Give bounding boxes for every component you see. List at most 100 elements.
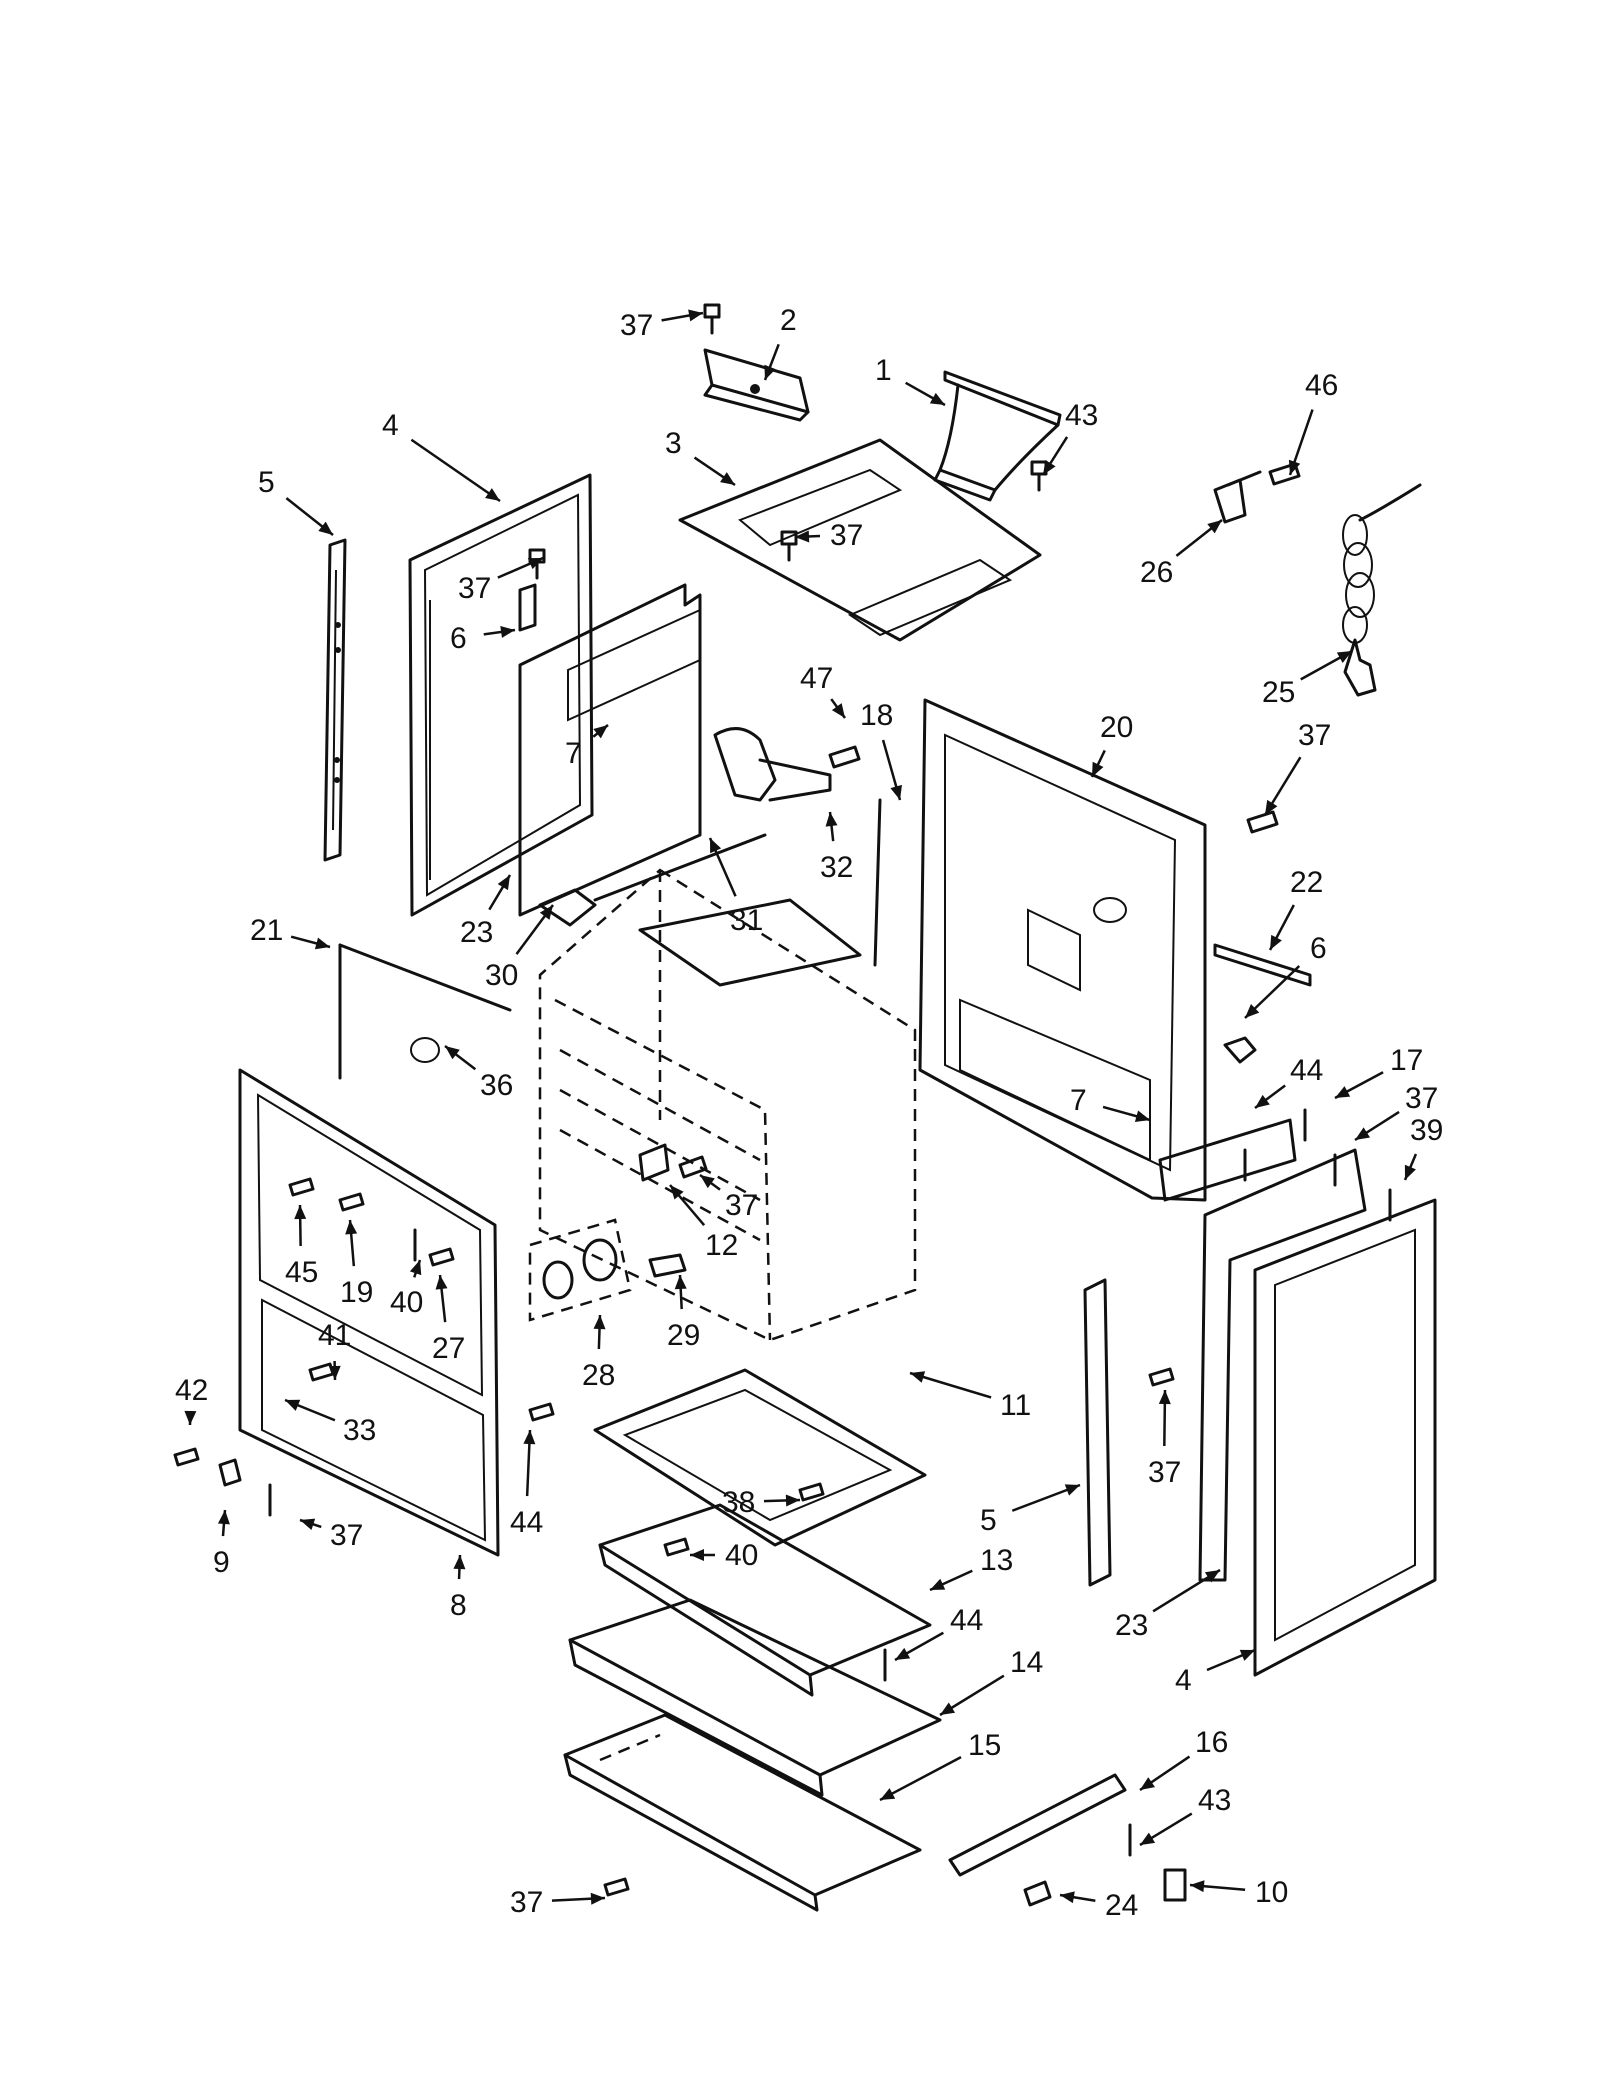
callout-number: 39: [1410, 1114, 1443, 1147]
callout-4-bottom: 4: [1175, 1648, 1256, 1697]
leader-line: [410, 438, 501, 503]
part-32-valve: [713, 727, 832, 802]
part-21-insulation: [338, 943, 512, 1080]
callout-33: 33: [284, 1398, 376, 1447]
arrowhead: [890, 784, 902, 800]
callout-2: 2: [763, 304, 797, 381]
arrowhead: [1207, 520, 1222, 534]
callout-number: 5: [980, 1504, 997, 1537]
part-28-burner: [528, 1218, 632, 1322]
arrowhead: [314, 937, 330, 950]
arrowhead: [1265, 799, 1278, 815]
callout-37-low: 37: [299, 1518, 363, 1552]
part-7-panel-left: [518, 583, 702, 917]
callout-number: 38: [722, 1486, 755, 1519]
callout-4-top: 4: [382, 409, 501, 503]
part-10-leveler: [1163, 1868, 1187, 1902]
arrowhead: [1288, 459, 1301, 475]
callout-28: 28: [582, 1314, 615, 1392]
callout-38: 38: [722, 1486, 801, 1519]
callout-number: 3: [665, 427, 682, 460]
callout-21: 21: [250, 914, 331, 950]
arrowhead: [1060, 1891, 1075, 1904]
part-14-drawer: [568, 1598, 942, 1797]
callout-6-right: 6: [1244, 932, 1327, 1019]
part-31-rod: [593, 833, 767, 902]
callout-number: 20: [1100, 711, 1133, 744]
arrowhead: [1043, 459, 1056, 475]
callout-number: 37: [830, 519, 863, 552]
arrowhead: [294, 1205, 307, 1220]
part-25-power-cord: [1342, 483, 1422, 697]
callout-number: 37: [1405, 1082, 1438, 1115]
part-22-rail: [1213, 943, 1312, 987]
callout-number: 44: [1290, 1054, 1323, 1087]
callout-number: 31: [730, 904, 763, 937]
callout-37-side: 37: [458, 556, 544, 605]
arrowhead: [593, 1315, 606, 1330]
oven-cavity: [538, 868, 917, 1342]
part-4-side-panel-left: [408, 473, 594, 917]
part-24-clip: [1023, 1880, 1052, 1907]
callout-number: 37: [330, 1519, 363, 1552]
callout-number: 4: [1175, 1664, 1192, 1697]
callout-number: 5: [258, 466, 275, 499]
callout-number: 37: [458, 572, 491, 605]
arrowhead: [674, 1275, 687, 1290]
part-5-side-trim-right: [1083, 1278, 1112, 1587]
callout-number: 44: [510, 1506, 543, 1539]
callout-number: 37: [1148, 1456, 1181, 1489]
callout-43-low: 43: [1139, 1784, 1231, 1847]
leader-line: [909, 1371, 992, 1399]
callout-26: 26: [1140, 519, 1223, 589]
callout-number: 12: [705, 1229, 738, 1262]
callout-14: 14: [939, 1646, 1043, 1717]
callout-6-top: 6: [450, 622, 516, 655]
callout-number: 25: [1262, 676, 1295, 709]
arrowhead: [500, 626, 515, 638]
callout-13: 13: [929, 1544, 1013, 1592]
screw-37-mid: [678, 1155, 708, 1179]
arrowhead: [1270, 934, 1282, 950]
callout-number: 46: [1305, 369, 1338, 402]
arrowhead: [929, 392, 945, 405]
callout-24: 24: [1059, 1889, 1138, 1922]
callout-number: 24: [1105, 1889, 1138, 1922]
arrowhead: [1158, 1390, 1171, 1405]
callout-45: 45: [285, 1204, 318, 1289]
arrowhead: [710, 838, 722, 854]
callout-number: 10: [1255, 1876, 1288, 1909]
callout-number: 14: [1010, 1646, 1043, 1679]
arrowhead: [1335, 1086, 1351, 1098]
arrowhead: [523, 1430, 536, 1445]
callout-23-left: 23: [460, 874, 512, 949]
callout-37-bottom: 37: [510, 1886, 606, 1919]
part-2-bracket: [703, 348, 810, 422]
callout-9: 9: [213, 1509, 230, 1579]
part-3-top-plate: [678, 438, 1042, 642]
callout-number: 32: [820, 851, 853, 884]
callout-number: 2: [780, 304, 797, 337]
arrowhead: [910, 1371, 926, 1383]
callout-number: 42: [175, 1374, 208, 1407]
screw-37-side: [528, 548, 546, 580]
callout-40-left: 40: [390, 1259, 423, 1319]
callout-number: 23: [460, 916, 493, 949]
callout-number: 36: [480, 1069, 513, 1102]
callout-37-cab: 37: [1148, 1389, 1181, 1489]
part-36-plug: [410, 1037, 440, 1063]
arrowhead: [527, 558, 543, 570]
callout-46: 46: [1288, 369, 1338, 476]
screw-42: [173, 1447, 200, 1467]
arrowhead: [764, 364, 776, 380]
callout-17: 17: [1334, 1044, 1423, 1100]
part-13-grate: [598, 1503, 932, 1697]
part-8-front-frame: [238, 1068, 500, 1557]
callout-number: 45: [285, 1256, 318, 1289]
arrowhead: [593, 725, 608, 739]
arrowhead: [485, 488, 500, 501]
screw-44-left: [528, 1402, 555, 1422]
leader-line: [879, 1756, 962, 1802]
callout-8: 8: [450, 1554, 467, 1622]
arrowhead: [1204, 1570, 1220, 1583]
